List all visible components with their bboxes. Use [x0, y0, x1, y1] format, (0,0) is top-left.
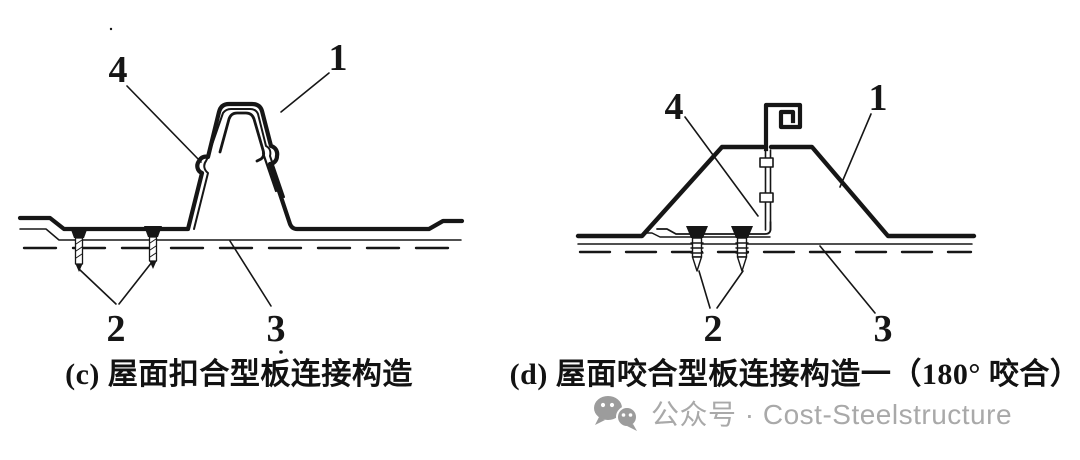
- caption-panel-d: (d) 屋面咬合型板连接构造一（180° 咬合）: [509, 358, 1080, 391]
- leader-lines-d: [684, 113, 876, 314]
- ink-speck: [109, 27, 113, 31]
- part-label-2-c: 2: [106, 308, 126, 350]
- part-label-1-c: 1: [328, 37, 348, 79]
- leader-4: [684, 116, 759, 217]
- part-label-1-d: 1: [868, 77, 888, 119]
- screw-head: [731, 226, 753, 238]
- part-label-4-c: 4: [108, 49, 128, 91]
- watermark: 公众号 · Cost-Steelstructure: [590, 392, 1012, 434]
- leader-3: [229, 240, 272, 307]
- support-line: [19, 228, 462, 241]
- part-label-4-d: 4: [664, 86, 684, 128]
- leader-2a: [78, 268, 117, 305]
- screw-fastener: [731, 226, 753, 272]
- inner-panel-edge: [193, 108, 285, 230]
- leader-3: [819, 245, 876, 314]
- screw-tip: [736, 256, 748, 272]
- wechat-icon: [594, 396, 638, 431]
- underlap-edge: [643, 232, 771, 238]
- outer-panel-profile: [17, 101, 465, 232]
- leader-1: [280, 72, 330, 113]
- caption-panel-c: (c) 屋面扣合型板连接构造: [65, 358, 413, 391]
- clip-tab: [759, 192, 774, 203]
- screw-head: [686, 226, 708, 238]
- seam-clip: [643, 149, 774, 238]
- screw-hatch: [149, 238, 157, 258]
- watermark-text: 公众号 · Cost-Steelstructure: [651, 399, 1013, 430]
- part-label-2-d: 2: [703, 308, 723, 350]
- panel-d-drawing: [575, 102, 977, 314]
- outer-panel-profile-right: [768, 144, 977, 239]
- panel-c-drawing: [17, 27, 465, 354]
- leader-1: [839, 113, 872, 188]
- clip-tab: [759, 157, 774, 168]
- screw-threads: [690, 242, 704, 254]
- screw-tip: [75, 264, 83, 272]
- screw-threads: [735, 242, 749, 254]
- screw-head: [70, 227, 88, 238]
- rib-tail: [261, 151, 278, 193]
- screw-head: [144, 226, 162, 237]
- male-rib: [218, 111, 266, 163]
- leader-2b: [716, 270, 744, 309]
- screw-fastener: [686, 226, 708, 272]
- screw-hatch: [75, 239, 83, 259]
- outer-panel-profile-left: [575, 144, 766, 239]
- clip-foot: [656, 221, 772, 235]
- ink-speck: [279, 350, 283, 354]
- part-label-3-c: 3: [266, 308, 286, 350]
- leader-4: [126, 85, 202, 163]
- screw-tip: [691, 256, 703, 272]
- leader-2b: [118, 261, 153, 305]
- folded-seam-180: [763, 102, 803, 152]
- part-label-3-d: 3: [873, 308, 893, 350]
- leader-lines-c: [78, 72, 330, 307]
- screw-fastener: [70, 227, 88, 272]
- leader-2a: [698, 270, 711, 309]
